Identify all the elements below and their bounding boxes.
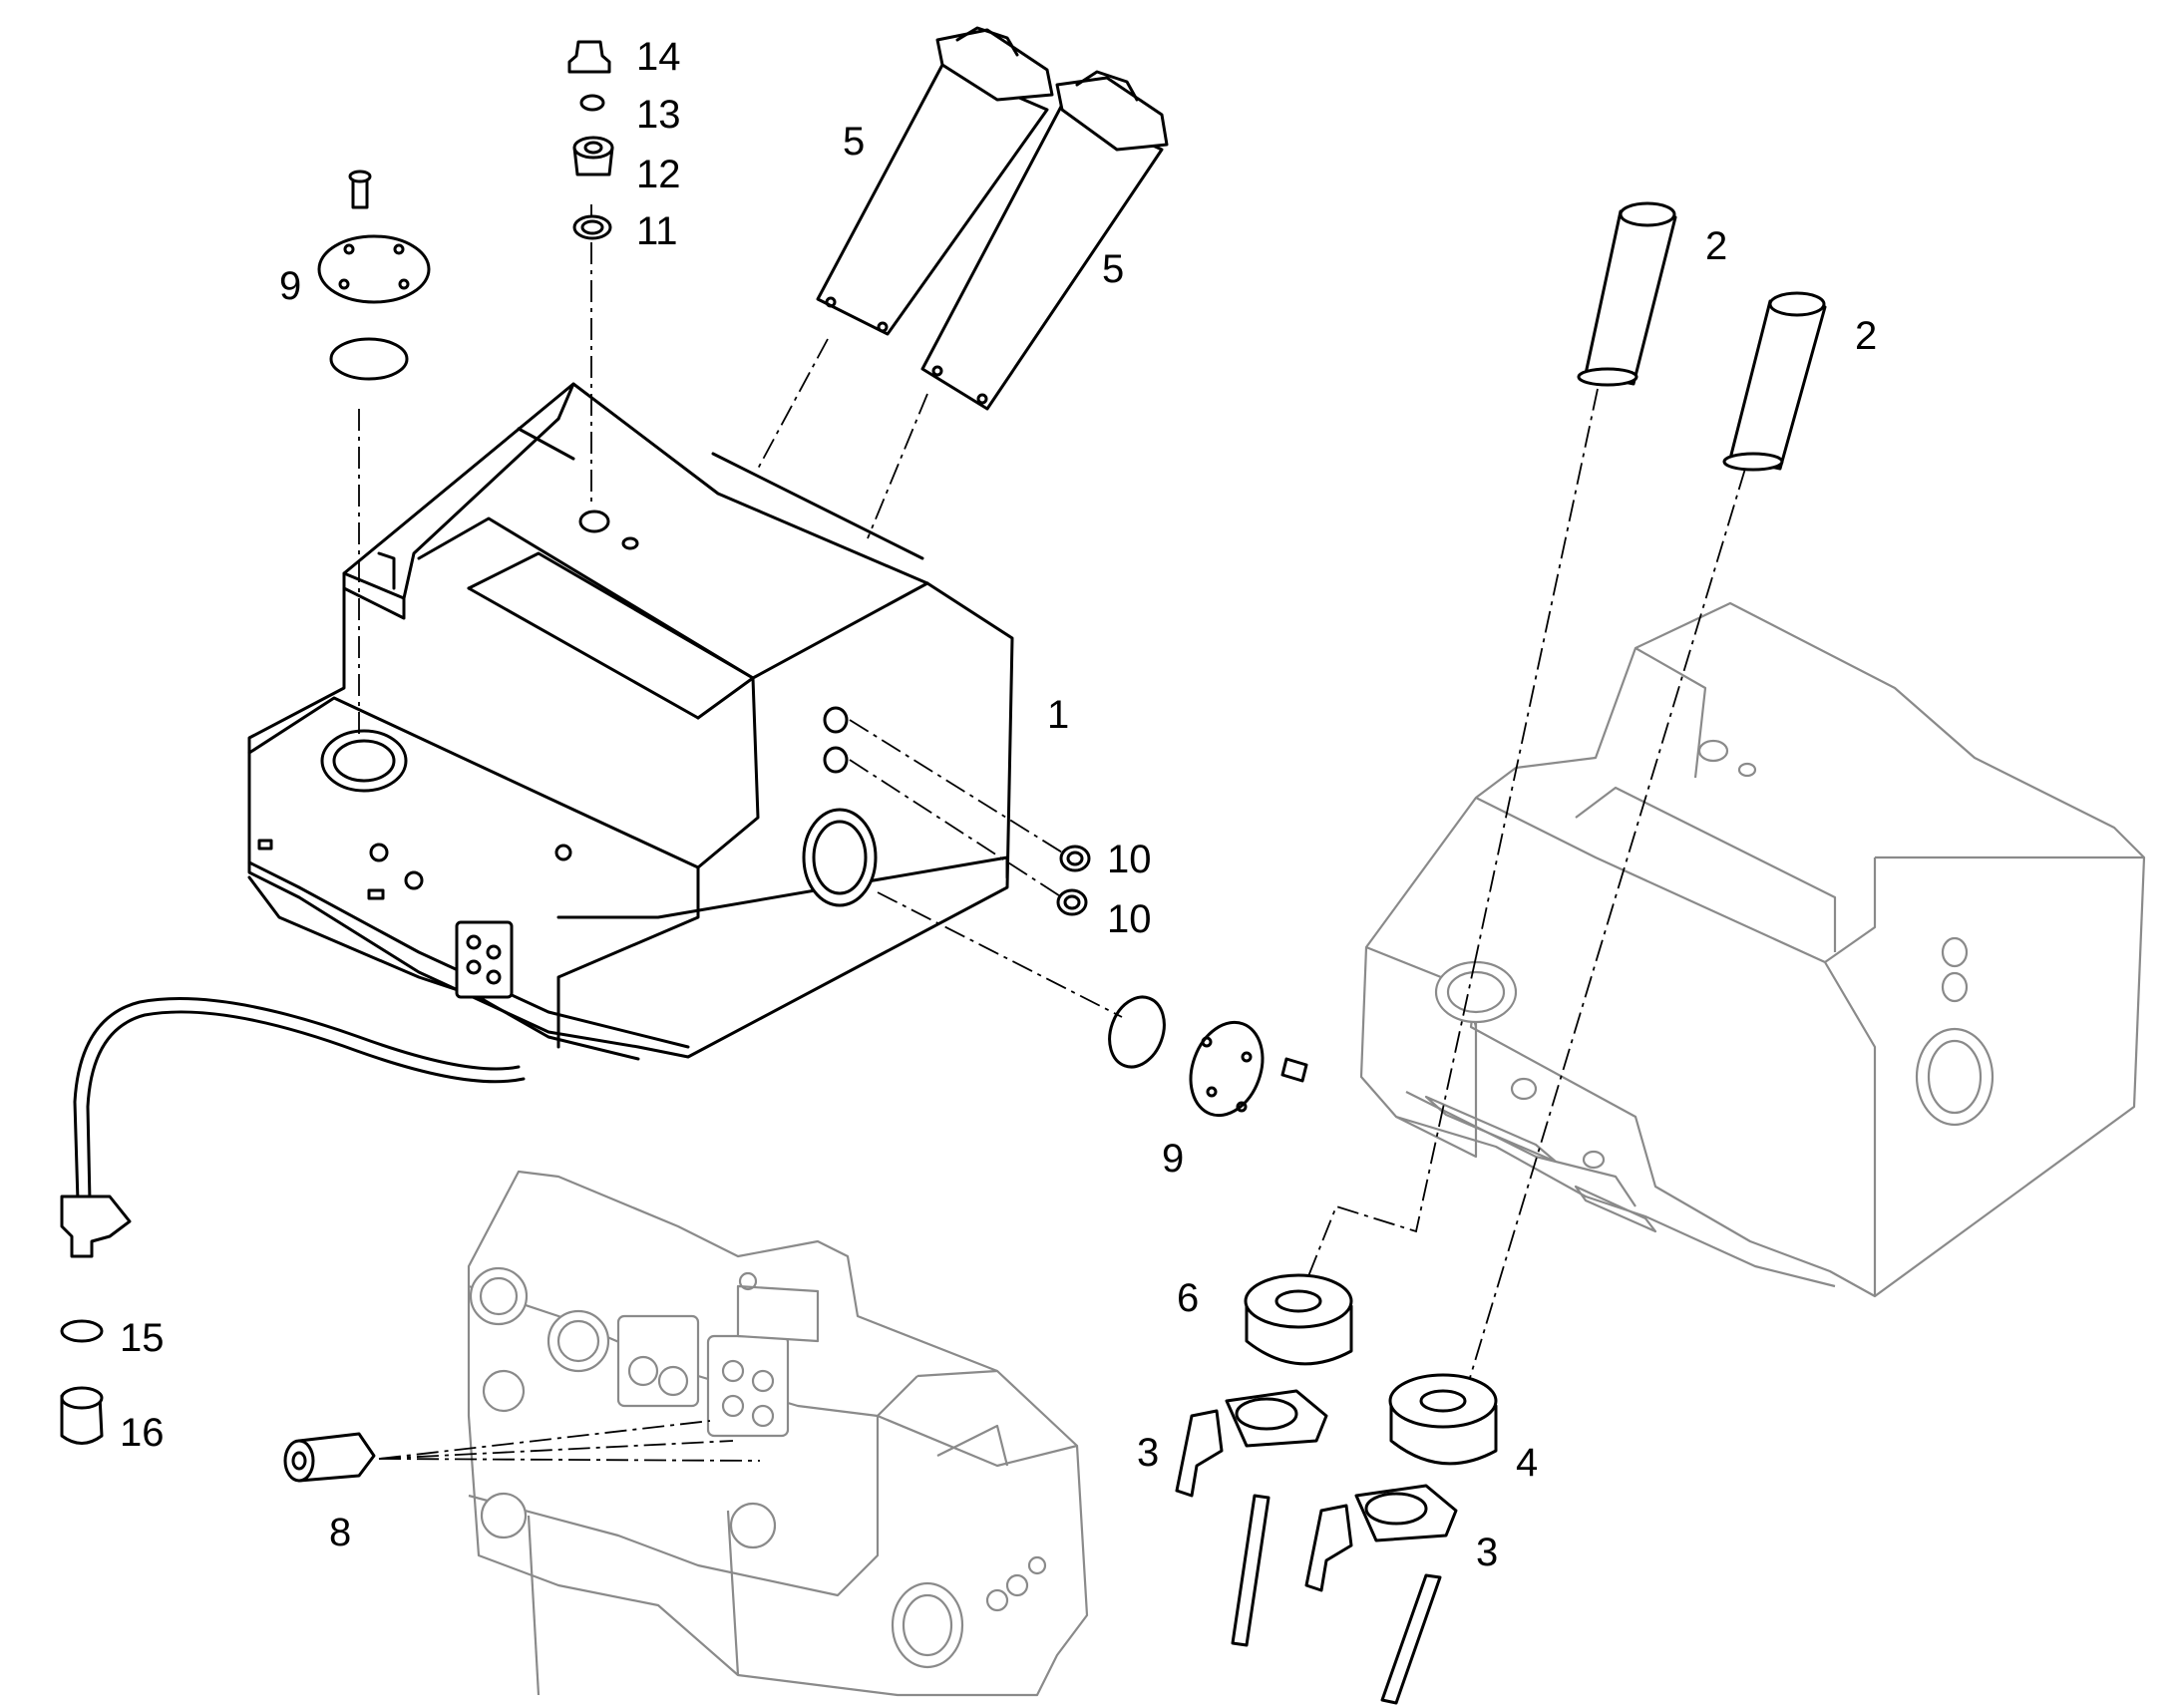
callout-5a: 5 [843,120,865,164]
context-tank-right [1359,601,2146,1298]
callout-16: 16 [120,1411,165,1455]
cover-plate-9-top [317,170,431,381]
callout-14: 14 [636,35,681,79]
callout-10b: 10 [1107,897,1152,941]
callout-4: 4 [1516,1441,1538,1485]
callout-9a: 9 [279,264,301,308]
plugs-10 [1056,845,1091,916]
callout-9b: 9 [1162,1137,1184,1181]
callout-3a: 3 [1137,1431,1159,1475]
callout-10a: 10 [1107,838,1152,881]
context-machine-frame [467,1170,1089,1697]
fitting-8 [283,1432,376,1483]
callout-11: 11 [636,209,678,253]
callout-12: 12 [636,153,681,196]
assembly-lines [358,204,1746,1462]
callout-8: 8 [329,1511,351,1554]
spacers-6-4 [1244,1273,1498,1466]
callout-labels: 1 2 2 3 3 4 5 5 6 8 9 9 10 10 11 12 13 1… [120,35,1877,1574]
callout-2a: 2 [1705,224,1727,268]
cover-plate-9-side [1108,995,1308,1118]
callout-2b: 2 [1855,314,1877,358]
callout-15: 15 [120,1316,165,1360]
breather-stack [567,40,614,240]
callout-1: 1 [1047,693,1069,737]
filter-elements-5 [816,26,1169,411]
hydraulic-tank-1 [247,382,1014,1061]
callout-3b: 3 [1476,1531,1498,1574]
suction-tubes-2 [1577,201,1827,472]
hose-assembly [60,997,526,1445]
callout-5b: 5 [1102,247,1124,291]
clamps-3 [1175,1389,1458,1705]
callout-13: 13 [636,93,681,137]
callout-6: 6 [1177,1276,1199,1320]
